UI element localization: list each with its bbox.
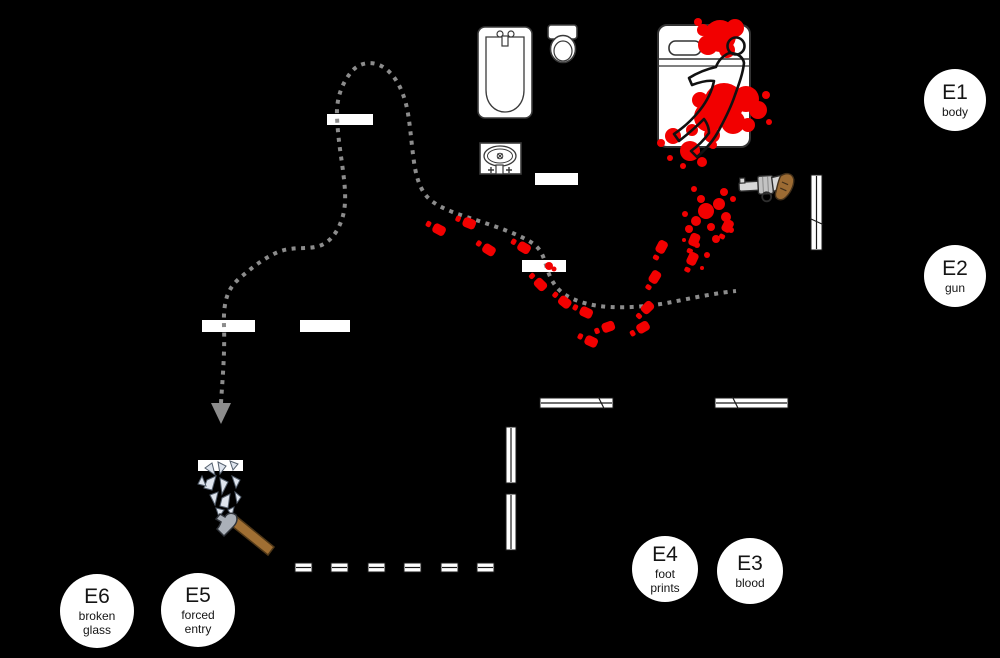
evidence-marker-e2: E2 gun xyxy=(924,245,986,307)
tub-spout-icon xyxy=(501,35,509,47)
window xyxy=(505,426,517,484)
pillow xyxy=(668,40,702,56)
toilet xyxy=(547,24,578,64)
tub-knob-icon xyxy=(507,30,515,38)
door xyxy=(300,320,350,332)
blood-group-bed-mid-pool xyxy=(686,83,772,143)
broken-glass-shards xyxy=(197,460,242,519)
evidence-marker-e3: E3 blood xyxy=(717,538,783,604)
evidence-label: gun xyxy=(944,280,966,295)
faucet-handles-icon xyxy=(488,167,512,173)
revolver-gun xyxy=(738,172,795,203)
footprint-icon xyxy=(686,232,701,254)
footprint-icon xyxy=(635,300,655,320)
window xyxy=(505,493,517,551)
footprint-icon xyxy=(510,238,531,255)
evidence-marker-e6: E6 broken glass xyxy=(60,574,134,648)
hammer-head xyxy=(214,512,238,538)
footprint-icon xyxy=(645,270,662,291)
drain-icon xyxy=(496,152,504,160)
footprint-icon xyxy=(629,320,650,337)
blood-group-gun-spatter xyxy=(682,186,736,270)
evidence-marker-e4: E4 foot prints xyxy=(632,536,698,602)
evidence-id: E6 xyxy=(84,584,110,608)
window xyxy=(809,174,824,251)
sink xyxy=(479,142,522,175)
evidence-marker-e5: E5 forced entry xyxy=(161,573,235,647)
footprint-icon xyxy=(425,220,446,236)
dashed-wall-segment xyxy=(367,562,386,573)
evidence-id: E1 xyxy=(942,80,968,104)
dashed-wall-segment xyxy=(403,562,422,573)
footprint-icon xyxy=(684,251,699,273)
footprint-icon xyxy=(552,291,572,309)
evidence-id: E4 xyxy=(652,542,678,566)
evidence-marker-e1: E1 body xyxy=(924,69,986,131)
evidence-id: E2 xyxy=(942,256,968,280)
door xyxy=(202,320,255,332)
dashed-wall-segment xyxy=(440,562,459,573)
evidence-label: foot prints xyxy=(650,566,680,596)
evidence-label: broken glass xyxy=(78,608,116,638)
footprint-icon xyxy=(652,240,668,261)
evidence-label: body xyxy=(941,104,969,119)
trigger-guard xyxy=(761,191,773,203)
path-arrowhead-icon xyxy=(211,403,231,424)
bathtub xyxy=(477,26,533,119)
evidence-label: blood xyxy=(735,575,765,590)
hammer xyxy=(214,512,276,557)
footprint-icon xyxy=(455,215,477,230)
footprint-trail xyxy=(425,215,734,348)
footprint-icon xyxy=(572,304,594,319)
faucet-icon xyxy=(495,164,504,175)
evidence-id: E3 xyxy=(737,551,763,575)
footprint-icon xyxy=(718,219,734,240)
intruder-path xyxy=(211,61,737,424)
footprint-icon xyxy=(528,272,548,292)
blood-group-door-smudge xyxy=(545,262,557,272)
dashed-wall-segment xyxy=(476,562,495,573)
walls-doors-windows xyxy=(198,114,824,573)
footprint-icon xyxy=(577,333,599,348)
window xyxy=(714,396,789,410)
evidence-label: forced entry xyxy=(181,607,215,637)
footprint-icon xyxy=(475,240,496,257)
door xyxy=(535,173,578,185)
door xyxy=(327,114,373,125)
footprint-icon xyxy=(594,320,616,335)
body-outline xyxy=(672,36,746,159)
door xyxy=(522,260,566,272)
gun-grip xyxy=(774,172,795,201)
window xyxy=(539,396,614,410)
dashed-wall-segment xyxy=(330,562,349,573)
evidence-id: E5 xyxy=(185,583,211,607)
dashed-wall-segment xyxy=(294,562,313,573)
